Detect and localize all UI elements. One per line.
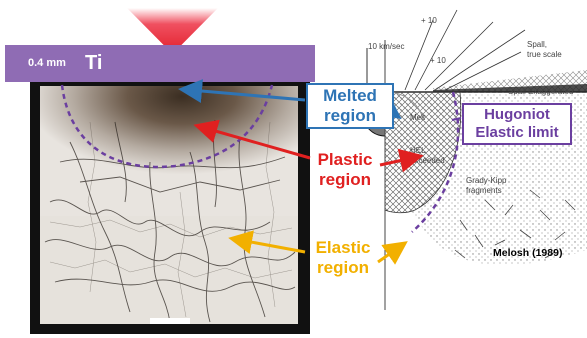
grady-kipp-label-2: fragments [466,186,502,195]
spall-exaggerated-label: Spall Exaggerated [508,87,573,96]
hel-label-1: HEL [410,146,426,155]
specimen-photo [30,82,310,334]
citation-label: Melosh (1989) [493,247,562,259]
spall-true-scale-label-1: Spall, [527,40,547,49]
plus10-label-a: + 10 [421,16,437,25]
plus10-label-b: + 10 [430,56,446,65]
hel-label-2: exceeded [410,156,445,165]
ti-thickness-label: 0.4 mm [28,57,66,69]
velocity-label: 10 km/sec [368,42,404,51]
spall-true-scale-label-2: true scale [527,50,562,59]
melt-label: Melt [410,113,425,122]
ti-material-label: Ti [85,52,102,75]
grady-kipp-label-1: Grady-Kipp [466,176,506,185]
